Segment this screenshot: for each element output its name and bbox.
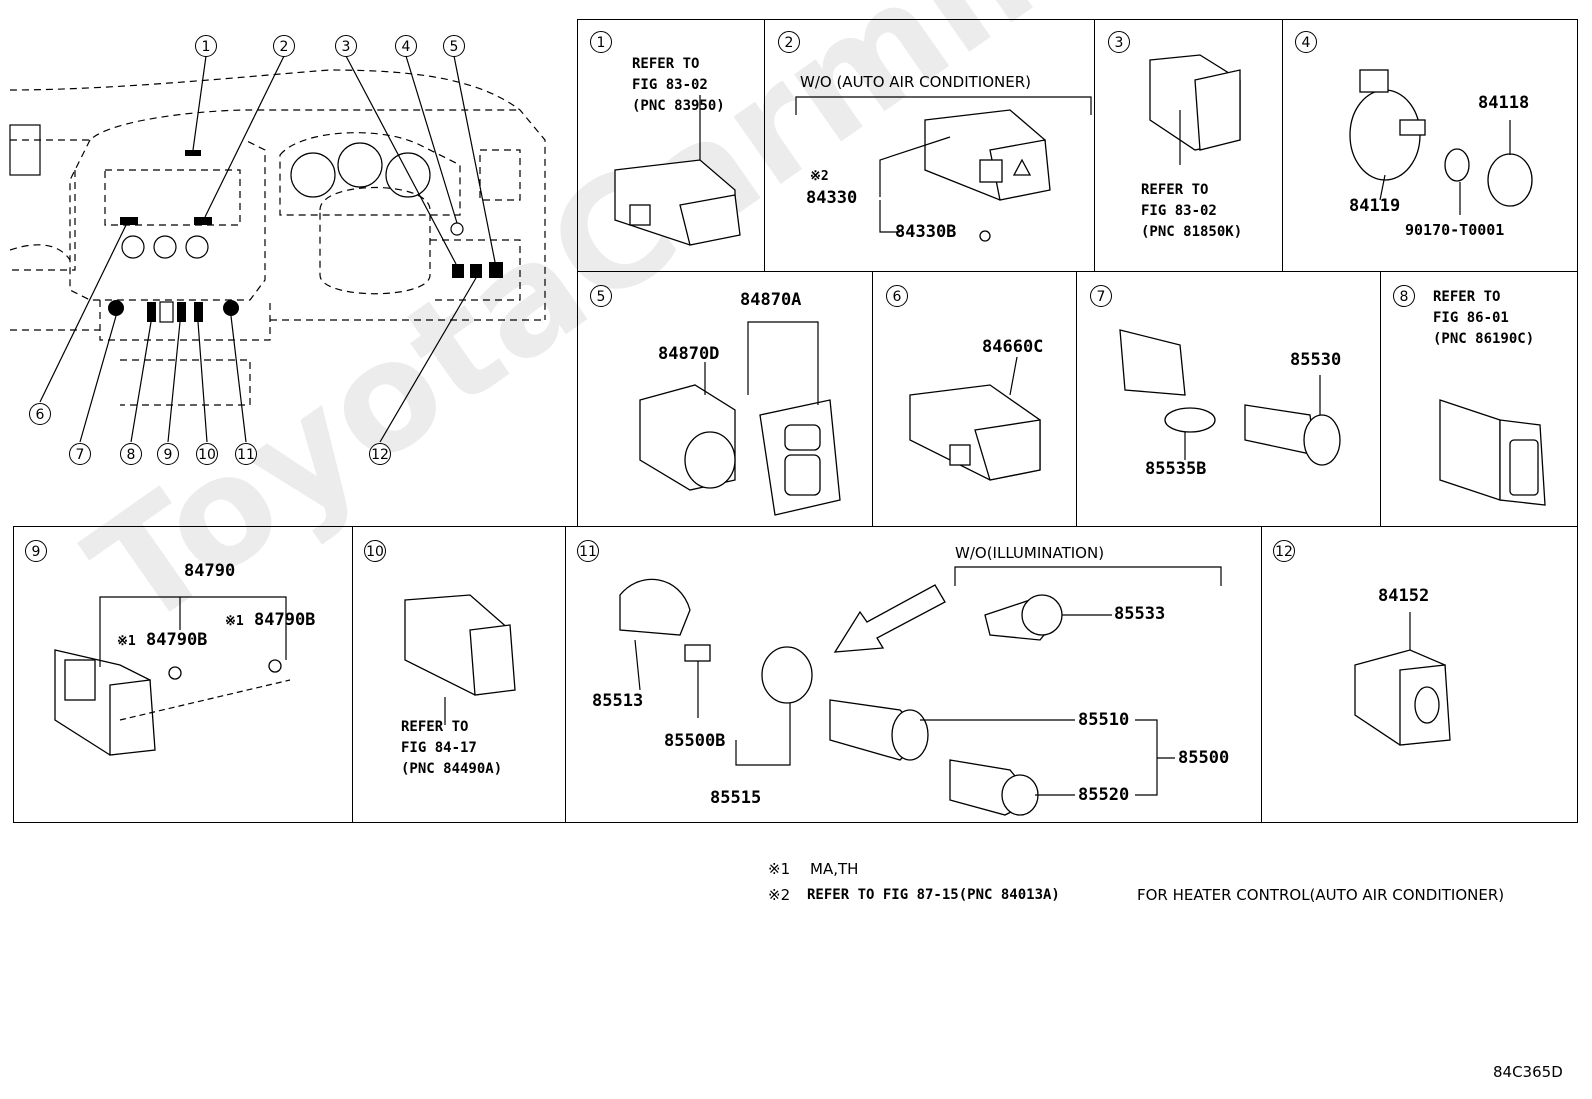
panel-9-number: 9 (25, 540, 47, 562)
panel-5-number: 5 (590, 285, 612, 307)
part-85500b: 85500B (664, 731, 726, 751)
part-85520: 85520 (1078, 785, 1130, 805)
panel-1-number: 1 (590, 31, 612, 53)
part-84790b-b: 84790B (254, 610, 316, 630)
part-84660c: 84660C (982, 337, 1044, 357)
panel-11-header: W/O(ILLUMINATION) (955, 544, 1105, 562)
part-84790: 84790 (184, 561, 236, 581)
part-85533: 85533 (1114, 604, 1166, 624)
part-85513: 85513 (592, 691, 644, 711)
part-85510: 85510 (1078, 710, 1130, 730)
part-85500: 85500 (1178, 748, 1230, 768)
footnote-2-text: FOR HEATER CONTROL(AUTO AIR CONDITIONER) (1137, 886, 1505, 904)
callout-4: 4 (395, 35, 417, 57)
panel-8-reference: REFER TO FIG 86-01 (PNC 86190C) (1433, 289, 1535, 347)
panel-12-number: 12 (1273, 540, 1295, 562)
callout-8: 8 (120, 443, 142, 465)
callout-6: 6 (29, 403, 51, 425)
callout-7: 7 (69, 443, 91, 465)
footnote-2-mark: ※2 (768, 886, 791, 904)
callout-11: 11 (235, 443, 257, 465)
callout-10: 10 (196, 443, 218, 465)
panel-9-mark-a: ※1 (117, 634, 136, 649)
panel-10-number: 10 (364, 540, 386, 562)
panel-1-reference: REFER TO FIG 83-02 (PNC 83950) (632, 56, 725, 114)
part-85515: 85515 (710, 788, 762, 808)
part-85530: 85530 (1290, 350, 1342, 370)
part-84870d: 84870D (658, 344, 720, 364)
callout-5: 5 (443, 35, 465, 57)
panel-7-number: 7 (1090, 285, 1112, 307)
part-84152: 84152 (1378, 586, 1430, 606)
panel-4-number: 4 (1295, 31, 1317, 53)
callout-3: 3 (335, 35, 357, 57)
panel-11-number: 11 (577, 540, 599, 562)
panel-3-reference: REFER TO FIG 83-02 (PNC 81850K) (1141, 182, 1243, 240)
footnote-2-reference: REFER TO FIG 87-15(PNC 84013A) (807, 887, 1060, 903)
panel-9-mark-b: ※1 (225, 614, 244, 629)
callout-2: 2 (273, 35, 295, 57)
diagram-code: 84C365D (1493, 1063, 1563, 1081)
callout-12: 12 (369, 443, 391, 465)
panel-3-number: 3 (1108, 31, 1130, 53)
part-84870a: 84870A (740, 290, 802, 310)
footnote-1-text: MA,TH (810, 860, 859, 878)
panel-10-reference: REFER TO FIG 84-17 (PNC 84490A) (401, 719, 503, 777)
panel-2-note-mark: ※2 (810, 169, 829, 184)
panel-2-header: W/O (AUTO AIR CONDITIONER) (800, 73, 1032, 91)
panel-12 (1261, 526, 1578, 823)
part-84330b: 84330B (895, 222, 957, 242)
callout-1: 1 (195, 35, 217, 57)
callout-9: 9 (157, 443, 179, 465)
part-84118: 84118 (1478, 93, 1530, 113)
panel-8-number: 8 (1393, 285, 1415, 307)
part-84330: 84330 (806, 188, 858, 208)
part-84790b-a: 84790B (146, 630, 208, 650)
part-90170-t0001: 90170-T0001 (1405, 221, 1505, 239)
panel-2-number: 2 (778, 31, 800, 53)
footnote-1-mark: ※1 (768, 860, 791, 878)
part-85535b: 85535B (1145, 459, 1207, 479)
panel-6-number: 6 (886, 285, 908, 307)
part-84119: 84119 (1349, 196, 1401, 216)
